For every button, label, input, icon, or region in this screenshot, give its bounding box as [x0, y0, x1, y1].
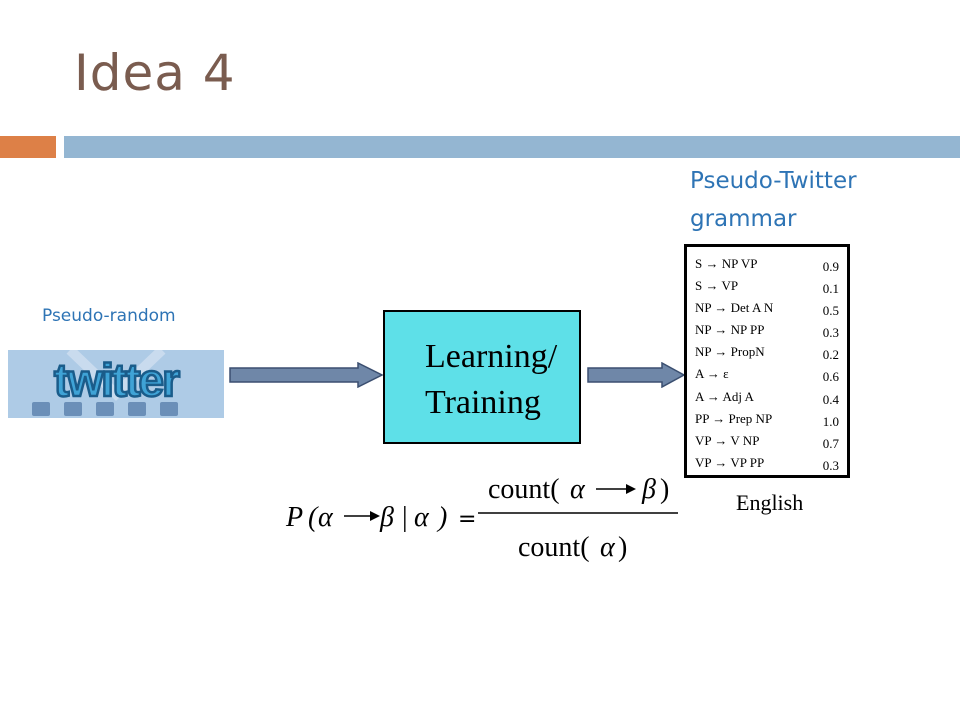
denominator-close: )	[618, 532, 627, 563]
grammar-rule: S → VP	[695, 278, 739, 294]
grammar-rule: NP → NP PP	[695, 322, 765, 338]
grammar-rule: VP → V NP	[695, 432, 760, 448]
denominator-count: count(	[518, 532, 590, 563]
numerator-arrow	[596, 484, 636, 494]
svg-text:twitter: twitter	[54, 354, 180, 406]
numerator-close: )	[660, 474, 669, 505]
input-label: Pseudo-random	[42, 306, 176, 326]
rule-probability: 0.6	[822, 369, 839, 385]
learning-training-box: Learning/ Training	[383, 310, 581, 444]
rule-probability: 0.9	[822, 259, 839, 274]
grammar-rule: PP → Prep NP	[695, 410, 773, 426]
formula-open-paren: (	[308, 502, 319, 533]
grammar-heading: Pseudo-Twitter grammar	[690, 168, 857, 232]
box-label-line2: Training	[425, 384, 541, 421]
rule-probability: 0.2	[822, 347, 839, 363]
twitter-logo-icon: twitter	[8, 350, 224, 418]
grammar-table: S → NP VP S → VP NP → Det A N NP → NP PP…	[684, 244, 850, 478]
grammar-rules: S → NP VP S → VP NP → Det A N NP → NP PP…	[695, 253, 773, 474]
rule-probability: 0.3	[822, 457, 839, 473]
output-label: English	[736, 490, 804, 515]
box-label-line1: Learning/	[425, 338, 558, 375]
formula-close-paren: )	[436, 502, 447, 533]
rule-probability: 0.5	[822, 303, 839, 319]
probability-formula: P ( α β | α ) count( α β ) count( α ) =	[285, 474, 678, 563]
output-arrow	[587, 362, 686, 388]
grammar-rule: A → Adj A	[695, 388, 754, 404]
rule-probability: 0.4	[822, 391, 839, 407]
title-accent-bar-orange	[0, 136, 56, 158]
denominator-alpha: α	[600, 532, 616, 563]
title-accent-bar-blue	[64, 136, 960, 158]
grammar-rule: NP → PropN	[695, 344, 765, 360]
given-arrow	[344, 511, 380, 521]
numerator-alpha: α	[570, 474, 586, 505]
rule-probability: 0.1	[822, 281, 839, 297]
grammar-rule: NP → Det A N	[695, 300, 774, 316]
input-arrow	[229, 362, 384, 388]
formula-beta: β	[379, 502, 394, 533]
formula-alpha: α	[318, 502, 334, 533]
formula-alpha-given: α	[414, 502, 430, 533]
slide-title: Idea 4	[74, 44, 236, 102]
rule-probability: 0.3	[822, 325, 839, 341]
grammar-rule: A → ε	[695, 366, 729, 382]
rule-probability: 0.7	[822, 435, 839, 451]
numerator-count: count(	[488, 474, 560, 505]
formula-bar: |	[402, 502, 408, 533]
grammar-rule: VP → VP PP	[695, 454, 765, 470]
rule-probability: 1.0	[822, 413, 839, 429]
formula-P: P	[285, 502, 303, 533]
formula-equals: =	[458, 507, 476, 532]
numerator-beta: β	[641, 474, 656, 505]
grammar-rule: S → NP VP	[695, 256, 758, 271]
grammar-probabilities: 0.9 0.1 0.5 0.3 0.2 0.6 0.4 1.0 0.7 0.3	[823, 256, 839, 477]
